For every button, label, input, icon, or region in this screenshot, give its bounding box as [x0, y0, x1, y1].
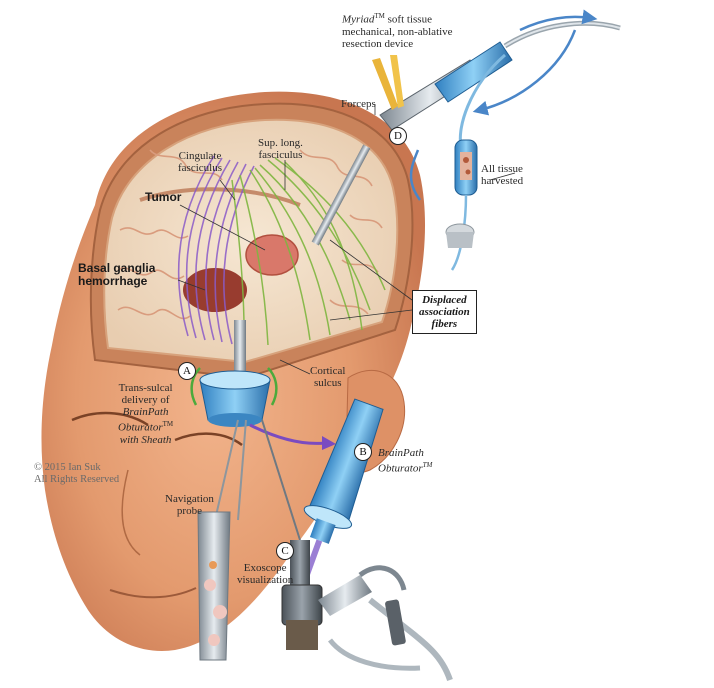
trans-line-4: Obturator: [118, 421, 163, 434]
myriad-name: Myriad: [342, 13, 375, 26]
all-tissue-line-2: harvested: [481, 175, 524, 187]
badge-b: B: [354, 443, 372, 461]
all-tissue-line-1: All tissue: [481, 163, 523, 175]
all-tissue-label: All tissue harvested: [481, 163, 523, 187]
brainpath-line-1: BrainPath: [378, 447, 424, 459]
displaced-line-2: association: [419, 306, 470, 318]
basal-line-2: hemorrhage: [78, 274, 148, 288]
eye-left: [71, 411, 149, 427]
exoscope-label: Exoscope visualization: [237, 562, 293, 586]
cortical-sulcus-label: Cortical sulcus: [310, 365, 345, 389]
brainpath-line-2: Obturator: [378, 462, 423, 475]
nav-line-1: Navigation: [165, 493, 214, 505]
badge-a: A: [178, 362, 196, 380]
displaced-fibers-label: Displaced association fibers: [412, 290, 477, 334]
brain-section: [103, 118, 399, 364]
navigation-probe-label: Navigation probe: [165, 493, 214, 517]
myriad-tm: TM: [374, 12, 385, 20]
trans-line-3: BrainPath: [122, 406, 169, 418]
badge-d: D: [389, 127, 407, 145]
tumor-label: Tumor: [145, 190, 182, 204]
myriad-desc-2: mechanical, non-ablative: [342, 25, 453, 38]
trans-line-5: with Sheath: [119, 433, 172, 446]
nav-line-2: probe: [176, 505, 202, 517]
cingulate-fibers: [178, 155, 255, 345]
sup-long-label: Sup. long. fasciculus: [258, 137, 303, 161]
basal-line-1: Basal ganglia: [78, 261, 156, 275]
cingulate-label: Cingulate fasciculus: [178, 150, 222, 174]
copyright-line-2: All Rights Reserved: [34, 474, 120, 485]
tissue-canister: [445, 139, 478, 271]
brainpath-tm: TM: [422, 461, 433, 469]
transfer-arrow: [249, 423, 326, 445]
basal-ganglia-label: Basal ganglia hemorrhage: [78, 262, 155, 288]
cortical-line-1: Cortical: [310, 365, 346, 377]
copyright-line-1: © 2015 Ian Suk: [34, 462, 101, 473]
trans-tm: TM: [162, 420, 174, 428]
myriad-device: [372, 9, 621, 201]
navigation-probe: [197, 419, 247, 661]
forceps-label: Forceps: [341, 98, 376, 110]
displaced-line-1: Displaced: [422, 294, 467, 306]
sup-long-line-1: Sup. long.: [258, 137, 303, 149]
badge-c: C: [276, 542, 294, 560]
eye-right: [174, 432, 243, 447]
myriad-desc-3: resection device: [342, 37, 414, 50]
copyright-notice: © 2015 Ian Suk All Rights Reserved: [34, 462, 119, 486]
trans-line-2: delivery of: [121, 394, 170, 406]
displaced-line-3: fibers: [431, 318, 458, 330]
leader-lines: [177, 104, 516, 375]
myriad-label: MyriadTM soft tissue mechanical, non-abl…: [342, 10, 453, 50]
brainpath-obturator-label: BrainPath ObturatorTM: [378, 447, 432, 475]
exo-line-1: Exoscope: [243, 562, 287, 574]
cingulate-line-1: Cingulate: [178, 150, 222, 162]
sup-long-line-2: fasciculus: [258, 149, 303, 161]
exo-line-2: visualization: [237, 574, 294, 586]
myriad-desc-1: soft tissue: [387, 13, 432, 26]
cingulate-line-2: fasciculus: [178, 162, 222, 174]
trans-sulcal-label: Trans-sulcal delivery of BrainPath Obtur…: [118, 382, 173, 446]
trans-line-1: Trans-sulcal: [118, 382, 173, 394]
cortical-line-2: sulcus: [313, 377, 342, 389]
exoscope-device: [261, 419, 453, 681]
